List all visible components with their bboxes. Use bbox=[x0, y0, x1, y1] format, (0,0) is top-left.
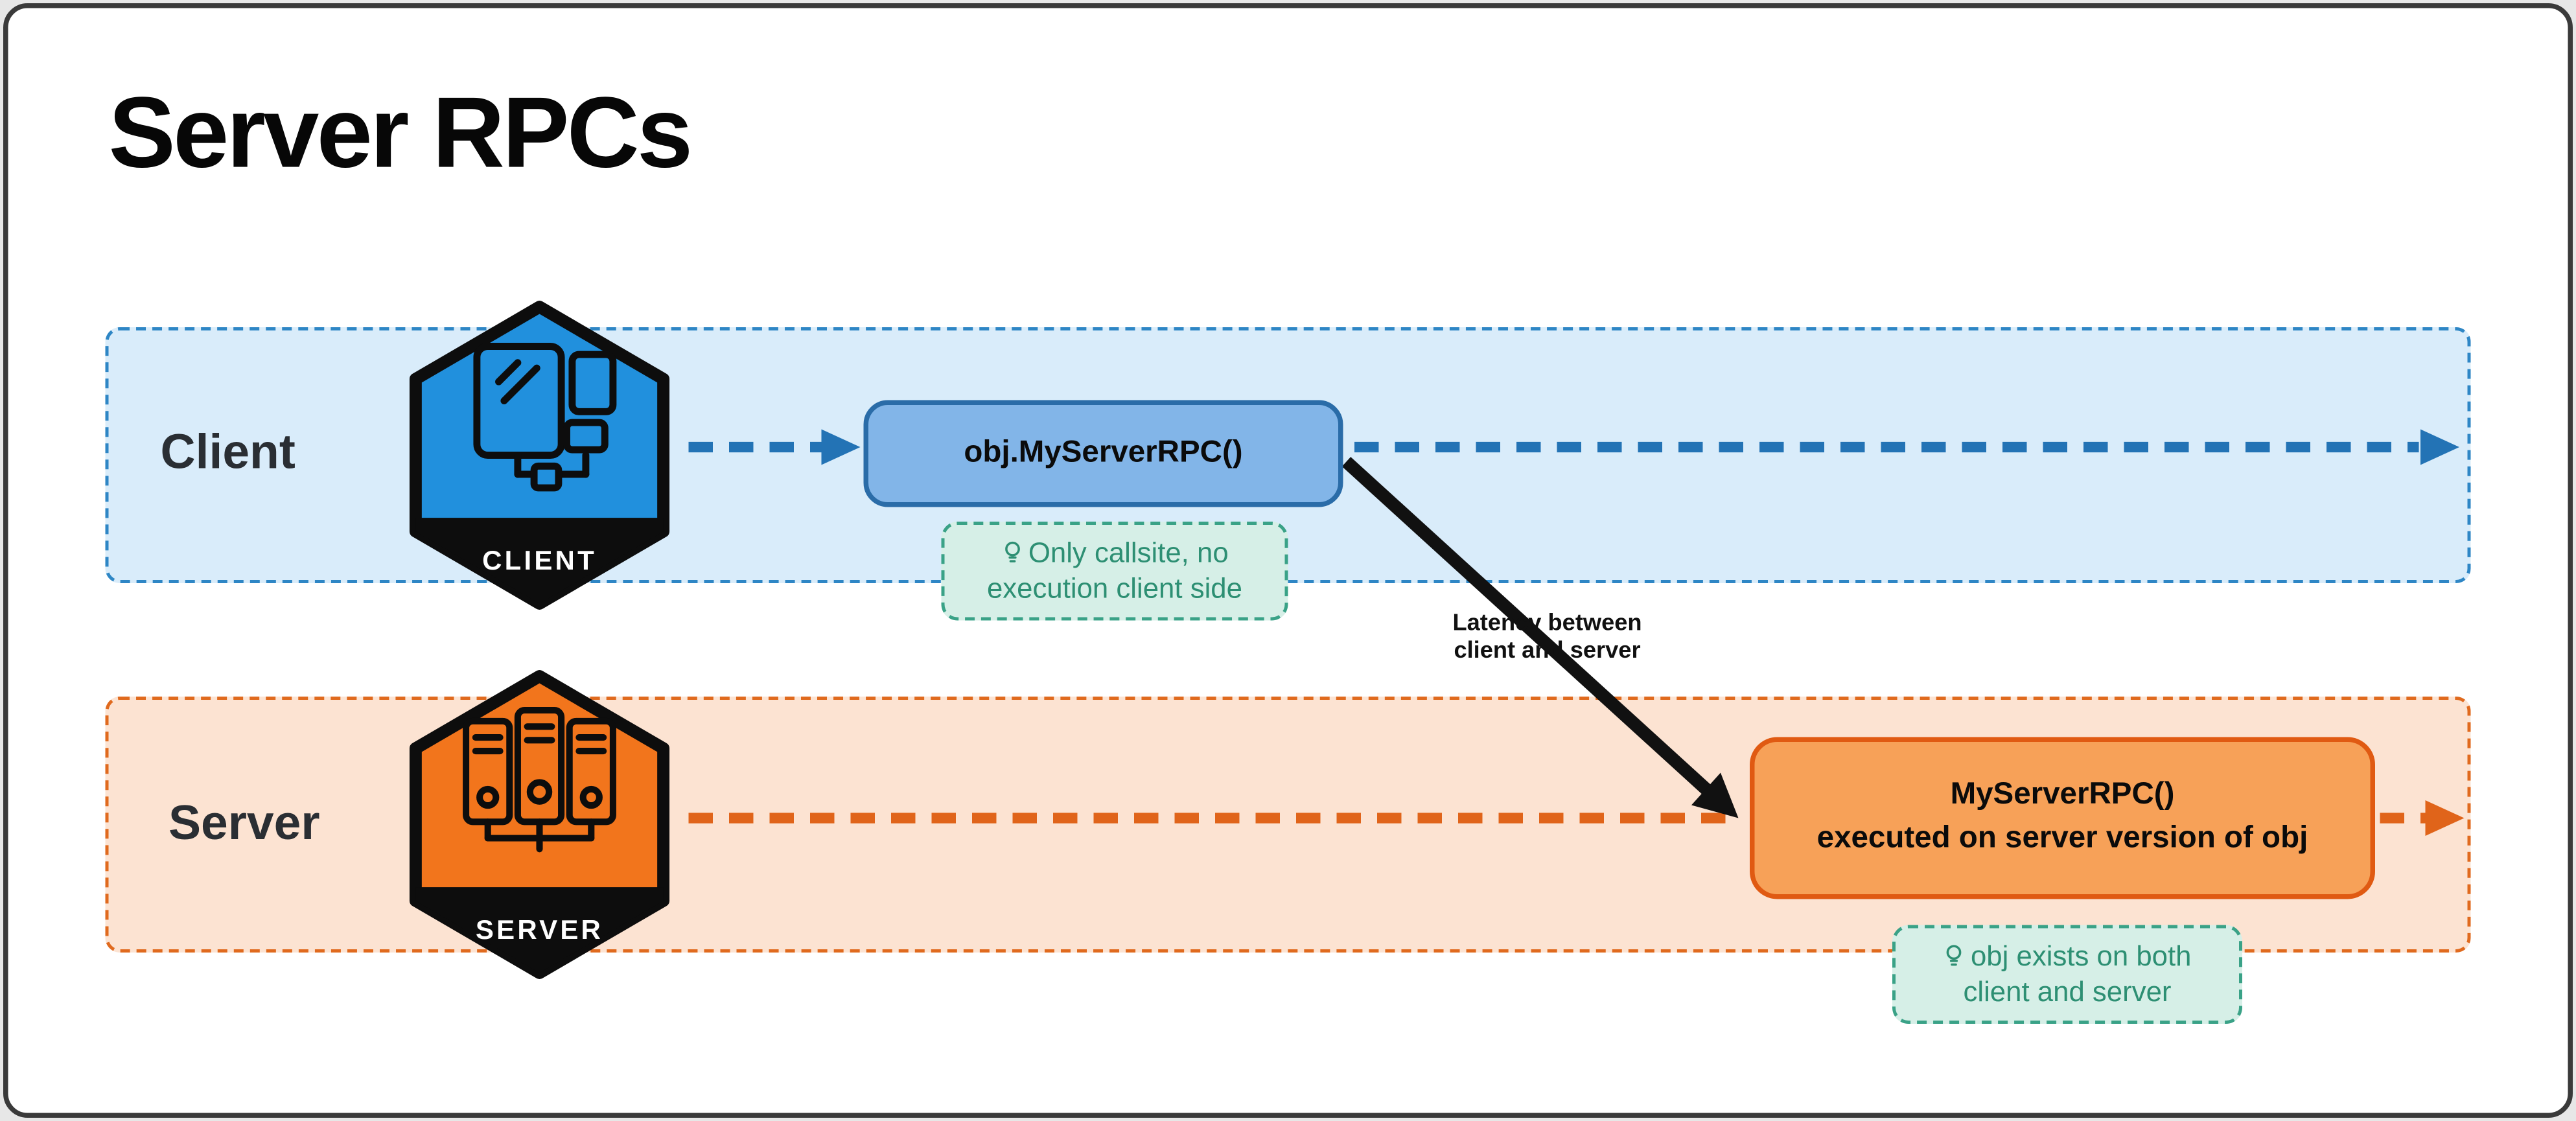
bulb-icon bbox=[1947, 945, 1962, 966]
bulb-icon bbox=[1004, 542, 1020, 563]
client-note-line2: execution client side bbox=[986, 572, 1242, 605]
client-rpc-call-box: obj.MyServerRPC() bbox=[863, 400, 1343, 507]
server-note-row2: client and server bbox=[1912, 974, 2223, 1010]
client-note-row1: Only callsite, no bbox=[961, 535, 1269, 571]
client-badge-label: CLIENT bbox=[482, 545, 597, 575]
server-rpc-exec-box: MyServerRPC() executed on server version… bbox=[1750, 737, 2375, 899]
client-devices-icon bbox=[473, 343, 617, 492]
server-hexagon-badge: SERVER bbox=[409, 670, 670, 979]
client-rpc-call-label: obj.MyServerRPC() bbox=[964, 435, 1243, 470]
client-hexagon-badge: CLIENT bbox=[409, 301, 670, 610]
latency-annotation-line1: Latency between bbox=[1452, 610, 1642, 637]
client-note-row2: execution client side bbox=[961, 571, 1269, 607]
server-rpc-exec-line2: executed on server version of obj bbox=[1816, 821, 2308, 856]
latency-annotation: Latency between client and server bbox=[1402, 611, 1693, 667]
server-lane-label: Server bbox=[168, 797, 320, 851]
diagram-frame: Server RPCs Client Server bbox=[3, 3, 2573, 1118]
server-note-line2: client and server bbox=[1963, 975, 2172, 1008]
client-lane-label: Client bbox=[160, 426, 296, 480]
client-note: Only callsite, no execution client side bbox=[941, 522, 1288, 620]
server-badge-label: SERVER bbox=[476, 914, 603, 945]
server-rpc-exec-line1: MyServerRPC() bbox=[1950, 778, 2175, 813]
client-note-line1: Only callsite, no bbox=[1028, 536, 1229, 569]
server-note: obj exists on both client and server bbox=[1892, 925, 2242, 1024]
server-note-line1: obj exists on both bbox=[1970, 940, 2192, 972]
server-racks-icon bbox=[463, 707, 616, 853]
server-note-row1: obj exists on both bbox=[1912, 938, 2223, 975]
latency-annotation-line2: client and server bbox=[1454, 638, 1641, 665]
page-title: Server RPCs bbox=[108, 78, 693, 190]
